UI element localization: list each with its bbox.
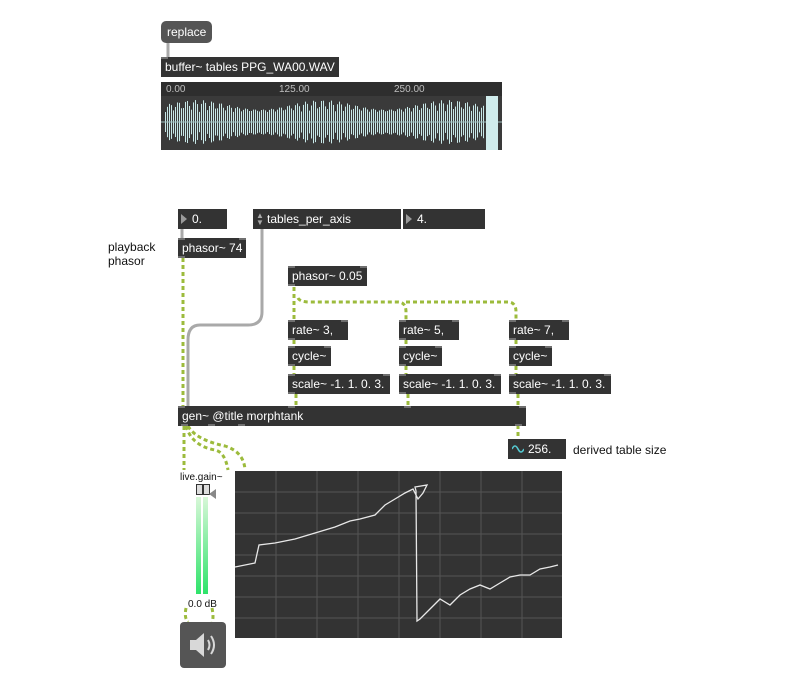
number-arrow-icon (406, 214, 412, 224)
phasor-lfo-object[interactable]: phasor~ 0.05 (288, 266, 367, 286)
cycle-object-1[interactable]: cycle~ (288, 346, 331, 366)
scope-svg (234, 471, 562, 638)
gain-meter-left (196, 497, 201, 594)
cycle-text-2: cycle~ (403, 349, 438, 363)
phasor-main-text: phasor~ 74 (182, 241, 243, 255)
scale-object-1[interactable]: scale~ -1. 1. 0. 3. (288, 374, 390, 394)
phasor-frequency-value: 0. (192, 212, 203, 226)
buffer-object-text: buffer~ tables PPG_WA00.WAV (165, 60, 335, 74)
waveform-display[interactable]: 0.00 125.00 250.00 (161, 82, 502, 150)
tables-number[interactable]: 4. (403, 209, 485, 229)
derived-table-size-comment: derived table size (573, 443, 667, 457)
replace-message[interactable]: replace (161, 21, 213, 43)
tables-number-value: 4. (417, 212, 428, 226)
tables-per-axis-menu[interactable]: ▲▼ tables_per_axis (253, 209, 401, 229)
scale-text-2: scale~ -1. 1. 0. 3. (403, 377, 496, 391)
phasor-lfo-text: phasor~ 0.05 (292, 269, 363, 283)
rate-object-3[interactable]: rate~ 7, (509, 320, 569, 340)
scope-display[interactable] (234, 471, 562, 638)
scale-object-3[interactable]: scale~ -1. 1. 0. 3. (509, 374, 611, 394)
scope-grid (235, 471, 562, 638)
waveform-tick-2: 250.00 (394, 84, 425, 95)
scale-text-1: scale~ -1. 1. 0. 3. (292, 377, 385, 391)
signal-number-box[interactable]: 256. (508, 439, 566, 459)
updown-arrows-icon: ▲▼ (256, 211, 264, 227)
cycle-text-3: cycle~ (513, 349, 548, 363)
live-gain-label: live.gain~ (180, 472, 223, 483)
scope-trace (234, 484, 559, 623)
speaker-icon (190, 633, 215, 657)
gain-value: 0.0 dB (188, 599, 217, 610)
gain-slider-handle-icon[interactable] (209, 489, 216, 499)
signal-number-value: 256. (528, 442, 552, 456)
gen-object[interactable]: gen~ @title morphtank (178, 406, 526, 426)
playback-phasor-comment: playback phasor (108, 240, 156, 268)
cycle-object-3[interactable]: cycle~ (509, 346, 552, 366)
scale-object-2[interactable]: scale~ -1. 1. 0. 3. (399, 374, 501, 394)
buffer-object[interactable]: buffer~ tables PPG_WA00.WAV (161, 57, 339, 77)
cycle-text-1: cycle~ (292, 349, 327, 363)
gen-object-text: gen~ @title morphtank (182, 409, 304, 423)
rate-text-1: rate~ 3, (292, 323, 334, 337)
waveform-svg: 0.00 125.00 250.00 (161, 82, 502, 150)
waveform-tick-1: 125.00 (279, 84, 310, 95)
scale-text-3: scale~ -1. 1. 0. 3. (513, 377, 606, 391)
tables-per-axis-label: tables_per_axis (267, 212, 352, 226)
gain-clip-left (196, 484, 203, 495)
phasor-frequency-number[interactable]: 0. (178, 209, 227, 229)
rate-text-2: rate~ 5, (403, 323, 445, 337)
gain-meter-right (203, 497, 208, 594)
rate-object-1[interactable]: rate~ 3, (288, 320, 348, 340)
ezdac-button[interactable] (180, 622, 226, 668)
waveform-tick-0: 0.00 (166, 84, 186, 95)
phasor-main-object[interactable]: phasor~ 74 (178, 238, 246, 258)
rate-text-3: rate~ 7, (513, 323, 555, 337)
number-arrow-icon (181, 214, 187, 224)
sine-wave-icon (512, 445, 524, 453)
cycle-object-2[interactable]: cycle~ (399, 346, 442, 366)
rate-object-2[interactable]: rate~ 5, (399, 320, 459, 340)
